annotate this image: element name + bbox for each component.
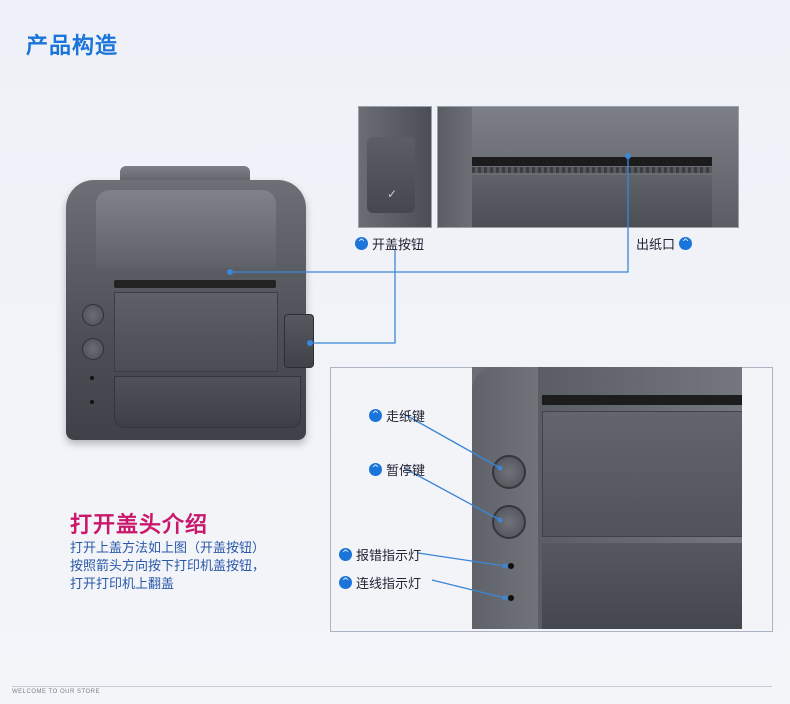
paper-exit-closeup-image <box>437 106 739 228</box>
callout-error-light: ^ 报错指示灯 <box>339 545 421 564</box>
control-panel-closeup-image <box>472 367 742 629</box>
callout-online-light: ^ 连线指示灯 <box>339 573 421 592</box>
page-title: 产品构造 <box>26 34 119 59</box>
chevron-up-circle-icon: ^ <box>679 237 693 250</box>
section-title: 打开盖头介绍 <box>70 513 209 538</box>
footer-text: WELCOME TO OUR STORE <box>12 689 101 695</box>
callout-pause-key: ^ 暂停键 <box>369 460 425 479</box>
chevron-up-circle-icon: ^ <box>369 463 382 476</box>
chevron-up-circle-icon: ^ <box>355 237 368 250</box>
callout-feed-key: ^ 走纸键 <box>369 406 425 425</box>
callout-paper-exit: 出纸口 ^ <box>636 234 693 253</box>
chevron-up-circle-icon: ^ <box>339 576 352 589</box>
callout-open-button: ^ 开盖按钮 <box>355 234 424 253</box>
open-button-closeup-image: ✓ <box>358 106 432 228</box>
chevron-up-circle-icon: ^ <box>339 548 352 561</box>
chevron-up-circle-icon: ^ <box>369 409 382 422</box>
printer-main-image <box>52 166 322 440</box>
section-description: 打开上盖方法如上图（开盖按钮） 按照箭头方向按下打印机盖按钮， 打开打印机上翻盖 <box>70 541 266 592</box>
footer-divider <box>12 686 772 687</box>
